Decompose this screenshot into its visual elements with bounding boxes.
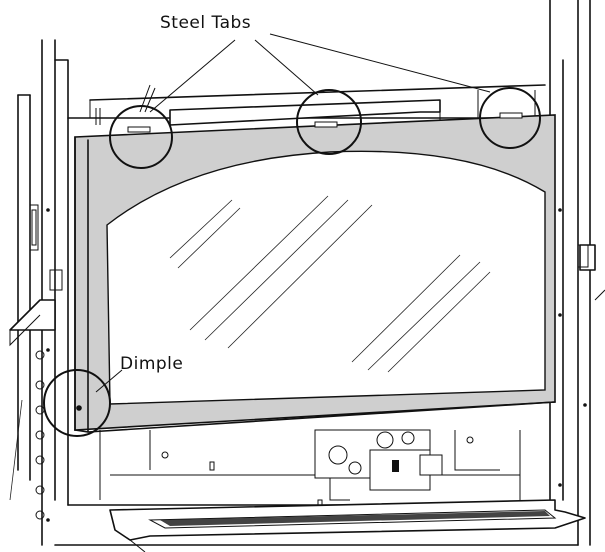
dimple-mark (76, 405, 82, 411)
callout-circle-dimple (43, 369, 111, 437)
callout-circle-center-tab (296, 89, 362, 155)
steel-tab-right (499, 112, 523, 119)
callout-circles (43, 87, 541, 437)
steel-tab-left (127, 126, 151, 133)
dimple-label: Dimple (120, 354, 183, 374)
callout-circle-right-tab (479, 87, 541, 149)
gas-valve-assembly (314, 429, 500, 501)
glass-panel (106, 150, 546, 405)
steel-tab-center (314, 121, 338, 128)
leader-lines (95, 33, 491, 393)
steel-tabs (127, 112, 523, 133)
firebox-housing (9, 0, 605, 552)
bottom-grille (109, 499, 586, 552)
callout-circle-left-tab (109, 105, 173, 169)
steel-tabs-label: Steel Tabs (160, 13, 251, 33)
